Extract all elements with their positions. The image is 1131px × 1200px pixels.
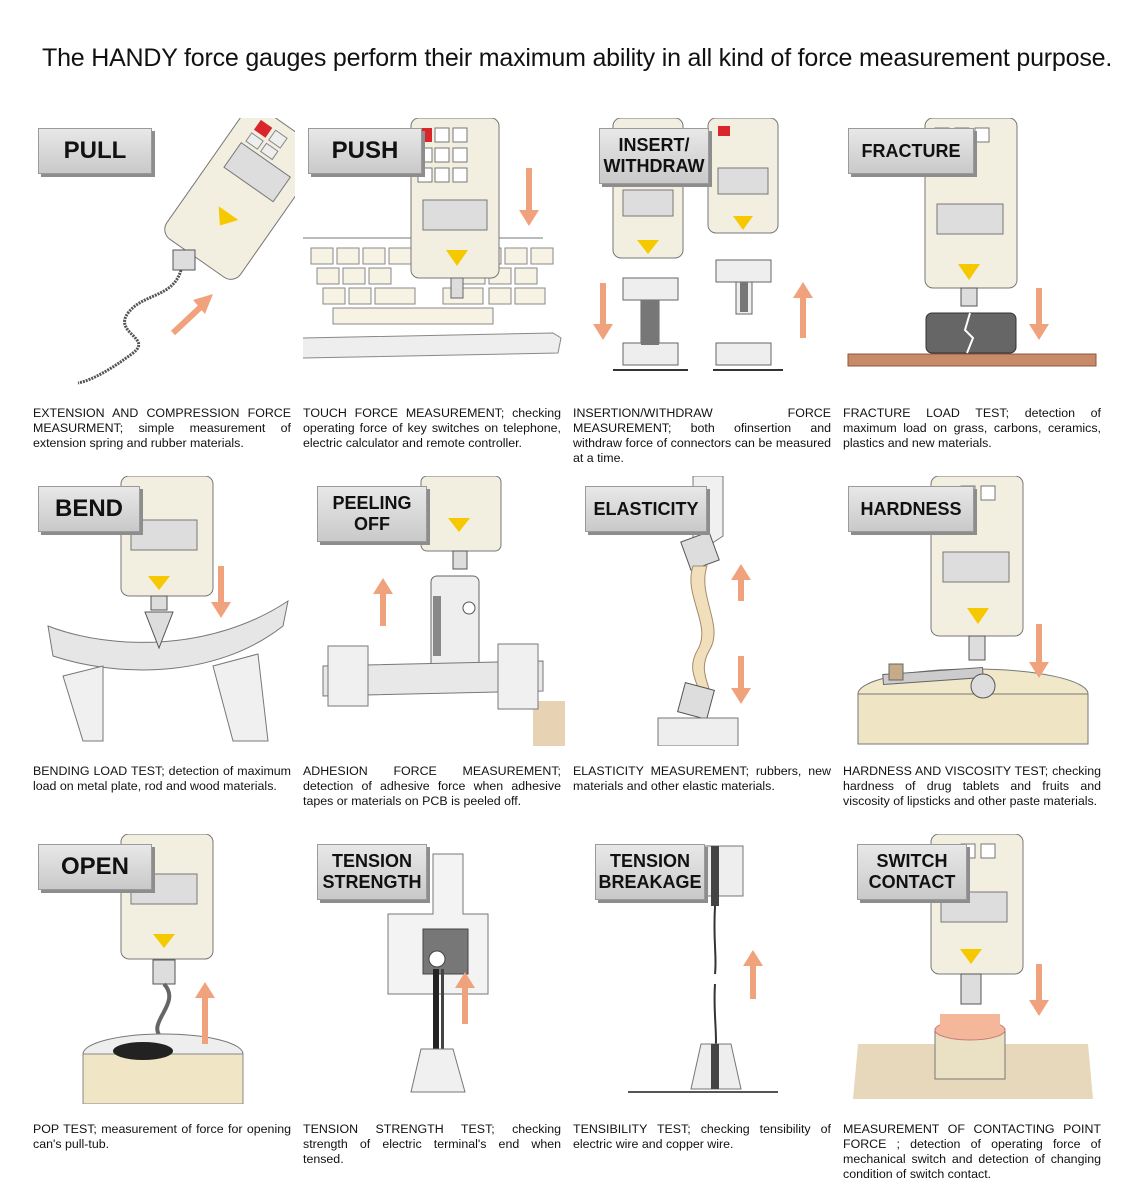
pull-illustration <box>33 118 295 388</box>
label-insert-withdraw: INSERT/WITHDRAW <box>599 128 709 184</box>
description-insert-withdraw: INSERTION/WITHDRAW FORCE MEASUREMENT; bo… <box>573 406 831 465</box>
label-push: PUSH <box>308 128 422 174</box>
description-push: TOUCH FORCE MEASUREMENT; checking operat… <box>303 406 561 450</box>
description-pull: EXTENSION AND COMPRESSION FORCE MEASURME… <box>33 406 291 450</box>
description-switch-contact: MEASUREMENT OF CONTACTING POINT FORCE ; … <box>843 1122 1101 1181</box>
page-title: The HANDY force gauges perform their max… <box>42 44 1113 72</box>
description-bend: BENDING LOAD TEST; detection of maximum … <box>33 764 291 793</box>
label-bend: BEND <box>38 486 140 532</box>
description-tension-breakage: TENSIBILITY TEST; checking tensibility o… <box>573 1122 831 1151</box>
tension-strength-illustration <box>303 834 565 1104</box>
description-open: POP TEST; measurement of force for openi… <box>33 1122 291 1151</box>
description-fracture: FRACTURE LOAD TEST; detection of maximum… <box>843 406 1101 450</box>
label-hardness: HARDNESS <box>848 486 974 532</box>
label-open: OPEN <box>38 844 152 890</box>
description-tension-strength: TENSION STRENGTH TEST; checking strength… <box>303 1122 561 1166</box>
bend-illustration <box>33 476 295 746</box>
hardness-illustration <box>843 476 1105 746</box>
description-peeling-off: ADHESION FORCE MEASUREMENT; detection of… <box>303 764 561 808</box>
label-elasticity: ELASTICITY <box>585 486 707 532</box>
push-illustration <box>303 118 565 388</box>
description-hardness: HARDNESS AND VISCOSITY TEST; checking ha… <box>843 764 1101 808</box>
label-fracture: FRACTURE <box>848 128 974 174</box>
peeling-off-illustration <box>303 476 565 746</box>
elasticity-illustration <box>573 476 835 746</box>
label-pull: PULL <box>38 128 152 174</box>
description-elasticity: ELASTICITY MEASUREMENT; rubbers, new mat… <box>573 764 831 793</box>
